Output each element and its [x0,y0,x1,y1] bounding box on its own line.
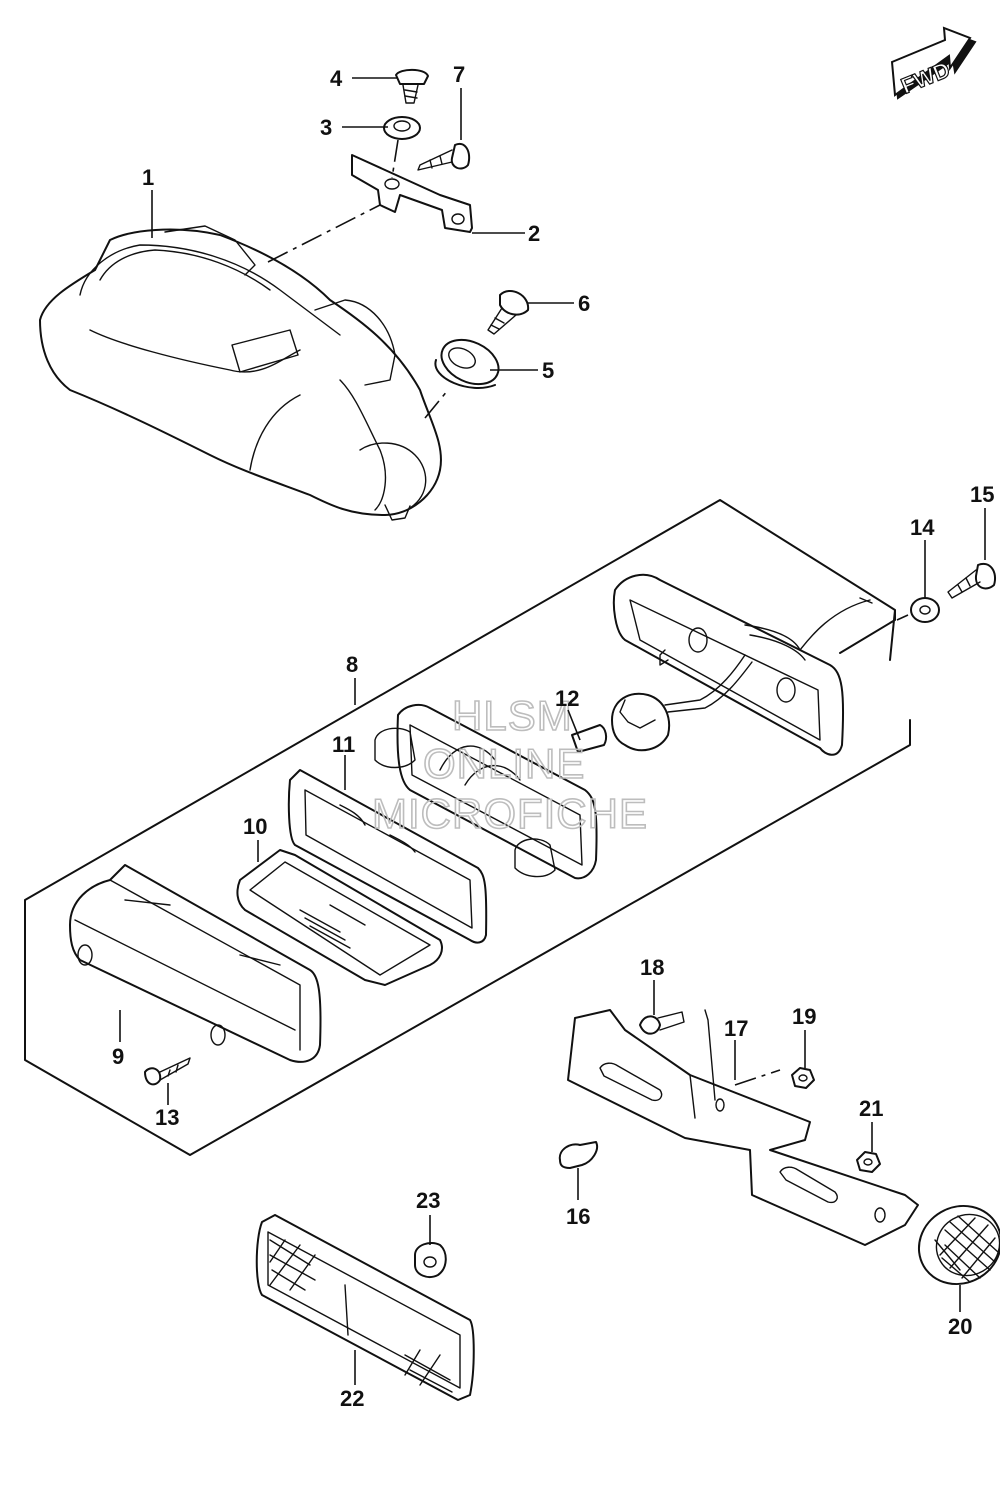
bulb-socket [611,654,753,752]
bolt-18 [639,1011,685,1035]
watermark: HLSM ONLINE MICROFICHE [371,691,648,838]
grommet-5 [434,338,500,389]
callout-6: 6 [578,291,590,316]
callout-18: 18 [640,955,664,980]
license-bracket-17 [567,1009,919,1246]
callout-11: 11 [332,732,355,757]
watermark-line-2: ONLINE [423,740,585,787]
nut-21 [856,1151,881,1173]
screw-4 [395,68,429,104]
nut-19 [791,1067,815,1089]
callout-5: 5 [542,358,554,383]
callout-labels: 1 2 3 4 5 6 7 8 9 10 11 12 13 14 15 16 1… [112,62,994,1411]
lamp-lens-9 [69,864,322,1063]
callout-12: 12 [555,686,579,711]
nut-23 [414,1242,447,1278]
callout-21: 21 [859,1096,883,1121]
washer-14 [910,597,940,623]
callout-16: 16 [566,1204,590,1229]
tail-lamp-housing [39,225,442,521]
callout-3: 3 [320,115,332,140]
callout-4: 4 [330,66,343,91]
callout-8: 8 [346,652,358,677]
gasket-11 [287,769,488,944]
callout-14: 14 [910,515,935,540]
watermark-line-1: HLSM [452,692,573,739]
license-lamp-base [612,573,873,756]
watermark-line-3: MICROFICHE [372,790,648,837]
screw-15 [947,562,996,599]
callout-7: 7 [453,62,465,87]
callout-22: 22 [340,1386,364,1411]
washer-3 [383,116,421,140]
callout-20: 20 [948,1314,972,1339]
reflector-rect-22 [255,1214,475,1401]
leader-lines [119,77,986,1385]
callout-10: 10 [243,814,267,839]
screw-13 [144,1057,191,1086]
mounting-bracket [351,154,473,233]
callout-13: 13 [155,1105,179,1130]
callout-17: 17 [724,1016,748,1041]
fwd-arrow-badge: FWD [890,26,977,100]
callout-15: 15 [970,482,994,507]
tapping-screw-7 [417,142,471,171]
bulb-16 [558,1141,598,1169]
callout-19: 19 [792,1004,816,1029]
callout-1: 1 [142,165,154,190]
license-lamp-assembly-frame [24,499,911,1156]
bulb-12 [571,724,608,753]
screw-6 [487,290,530,335]
callout-2: 2 [528,221,540,246]
reflector-round-20 [917,1204,1000,1286]
lens-cover-10 [236,849,443,986]
callout-9: 9 [112,1044,124,1069]
callout-23: 23 [416,1188,440,1213]
reflector-unit [374,703,598,880]
